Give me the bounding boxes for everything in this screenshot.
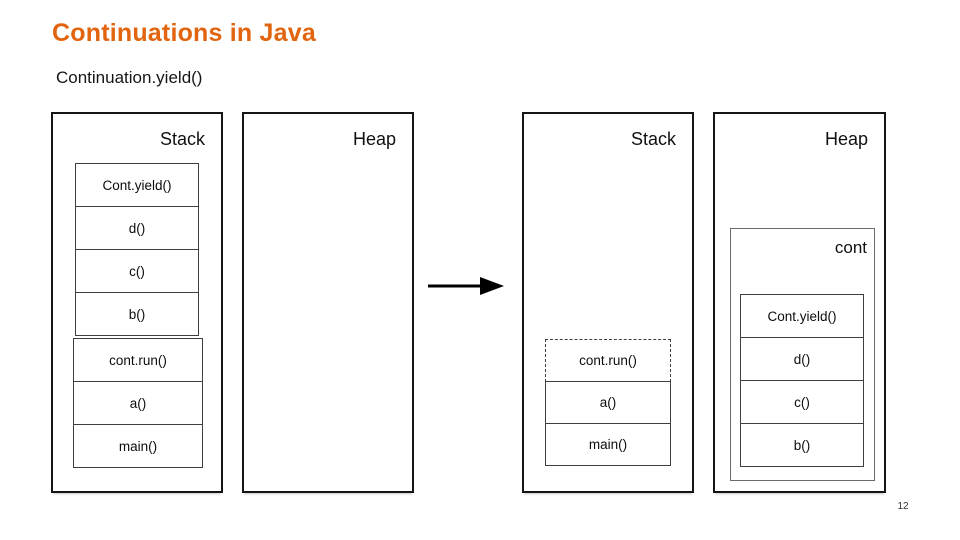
heap-frame: b() xyxy=(740,423,864,467)
before-stack-box: Stack Cont.yield() d() c() b() cont.run(… xyxy=(51,112,223,493)
slide-title: Continuations in Java xyxy=(52,19,316,47)
stack-frame-dashed: cont.run() xyxy=(545,339,671,382)
slide-subtitle: Continuation.yield() xyxy=(56,68,203,87)
after-stack-label: Stack xyxy=(630,129,676,149)
transition-arrow-icon xyxy=(428,277,504,295)
stack-frame: main() xyxy=(73,424,203,468)
before-stack-label: Stack xyxy=(159,129,205,149)
heap-frame: c() xyxy=(740,380,864,424)
stack-frame: d() xyxy=(75,206,199,250)
before-stack-base-frames: cont.run() a() main() xyxy=(73,338,203,468)
heap-frame: Cont.yield() xyxy=(740,294,864,338)
before-heap-box: Heap xyxy=(242,112,414,493)
before-stack-continuation-frames: Cont.yield() d() c() b() xyxy=(75,163,199,336)
page-number: 12 xyxy=(897,501,909,512)
after-stack-frames: cont.run() a() main() xyxy=(545,339,671,466)
stack-frame: b() xyxy=(75,292,199,336)
continuation-object-box: cont Cont.yield() d() c() b() xyxy=(730,228,875,481)
after-heap-label: Heap xyxy=(824,129,868,149)
stack-frame: c() xyxy=(75,249,199,293)
stack-frame: a() xyxy=(73,381,203,425)
stack-frame: Cont.yield() xyxy=(75,163,199,207)
heap-frame: d() xyxy=(740,337,864,381)
stack-frame: a() xyxy=(545,381,671,424)
before-heap-label: Heap xyxy=(352,129,396,149)
after-stack-box: Stack cont.run() a() main() xyxy=(522,112,694,493)
continuation-stored-frames: Cont.yield() d() c() b() xyxy=(740,294,864,467)
continuation-object-label: cont xyxy=(834,238,867,257)
stack-frame: cont.run() xyxy=(73,338,203,382)
stack-frame: main() xyxy=(545,423,671,466)
after-heap-box: Heap cont Cont.yield() d() c() b() xyxy=(713,112,886,493)
